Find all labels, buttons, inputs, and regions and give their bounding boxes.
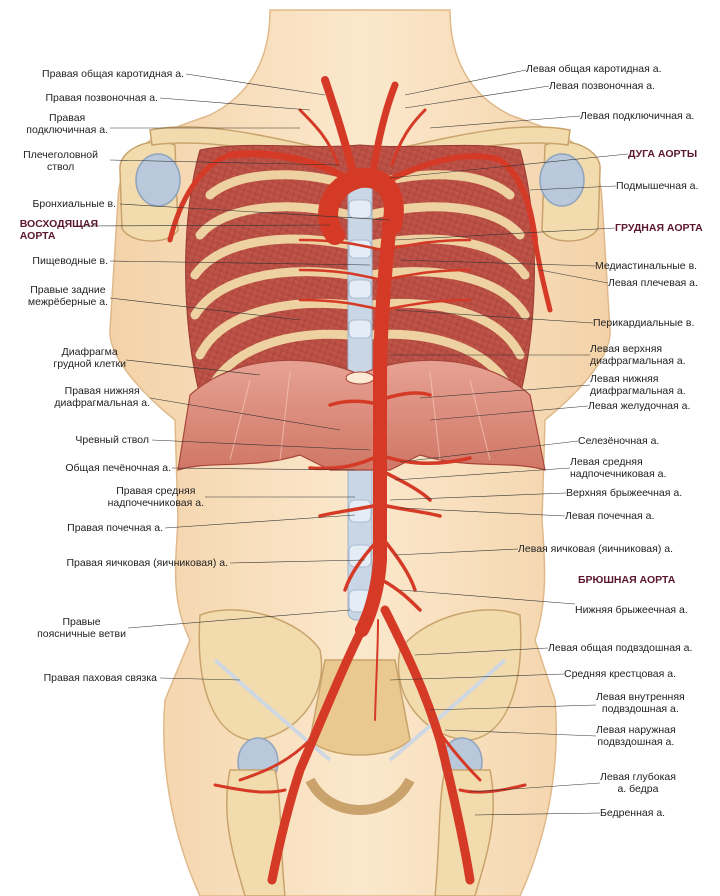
label-rt-subclavian: Правая подключичная а. [26, 112, 108, 136]
label-rt-renal: Правая почечная а. [67, 522, 163, 534]
label-sup-mesenteric: Верхняя брыжеечная а. [566, 487, 683, 499]
label-axillary: Подмышечная а. [616, 180, 699, 192]
label-rt-inguinal: Правая паховая связка [43, 672, 157, 684]
label-lt-testicular: Левая яичковая (яичниковая) а. [518, 543, 673, 555]
label-lt-mid-suprarenal: Левая средняя надпочечниковая а. [570, 456, 667, 480]
label-femoral: Бедренная а. [600, 807, 666, 819]
label-lt-vertebral: Левая позвоночная а. [549, 80, 656, 92]
label-lt-common-carotid: Левая общая каротидная а. [526, 63, 662, 75]
arterial-tree [167, 76, 553, 885]
label-esophageal: Пищеводные в. [32, 255, 108, 267]
label-celiac-trunk: Чревный ствол [75, 434, 149, 446]
label-mediastinal: Медиастинальные в. [595, 260, 698, 272]
label-splenic: Селезёночная а. [578, 435, 660, 447]
label-rt-vertebral: Правая позвоночная а. [45, 92, 158, 104]
label-lt-int-iliac: Левая внутренняя подвздошная а. [596, 691, 685, 715]
label-rt-mid-suprarenal: Правая средняя надпочечниковая а. [107, 485, 204, 509]
label-median-sacral: Средняя крестцовая а. [564, 668, 676, 680]
diaphragm [177, 359, 546, 471]
label-lt-ext-iliac: Левая наружная подвздошная а. [596, 724, 676, 748]
label-lt-renal: Левая почечная а. [565, 510, 655, 522]
label-thoracic-diaphragm: Диафрагма грудной клетки [53, 346, 126, 370]
label-lt-common-iliac: Левая общая подвздошная а. [548, 642, 693, 654]
label-common-hepatic: Общая печёночная а. [65, 462, 171, 474]
label-lt-inf-phrenic: Левая нижняя диафрагмальная а. [590, 373, 686, 397]
label-lt-gastric: Левая желудочная а. [588, 400, 691, 412]
label-rt-post-intercostal: Правые задние межрёберные а. [27, 284, 108, 308]
label-lt-deep-femoral: Левая глубокая а. бедра [600, 771, 676, 795]
label-pericardial: Перикардиальные в. [593, 317, 695, 329]
label-rt-common-carotid: Правая общая каротидная а. [42, 68, 184, 80]
label-brachiocephalic: Плечеголовной ствол [23, 149, 98, 173]
leader-lines [77, 69, 629, 816]
label-rt-inf-phrenic: Правая нижняя диафрагмальная а. [54, 385, 150, 409]
label-aortic-arch: ДУГА АОРТЫ [628, 148, 698, 160]
label-lt-subclavian: Левая подключичная а. [580, 110, 695, 122]
label-abdominal-aorta: БРЮШНАЯ АОРТА [578, 574, 676, 586]
label-rt-testicular: Правая яичковая (яичниковая) а. [66, 557, 229, 569]
label-lt-brachial: Левая плечевая а. [608, 277, 698, 289]
label-inf-mesenteric: Нижняя брыжеечная а. [575, 604, 688, 616]
label-thoracic-aorta: ГРУДНАЯ АОРТА [615, 222, 703, 234]
label-ascending-aorta: ВОСХОДЯЩАЯ АОРТА [19, 218, 98, 242]
label-bronchial: Бронхиальные в. [32, 198, 116, 210]
label-rt-lumbar: Правые поясничные ветви [37, 616, 126, 640]
label-lt-sup-phrenic: Левая верхняя диафрагмальная а. [590, 343, 686, 367]
